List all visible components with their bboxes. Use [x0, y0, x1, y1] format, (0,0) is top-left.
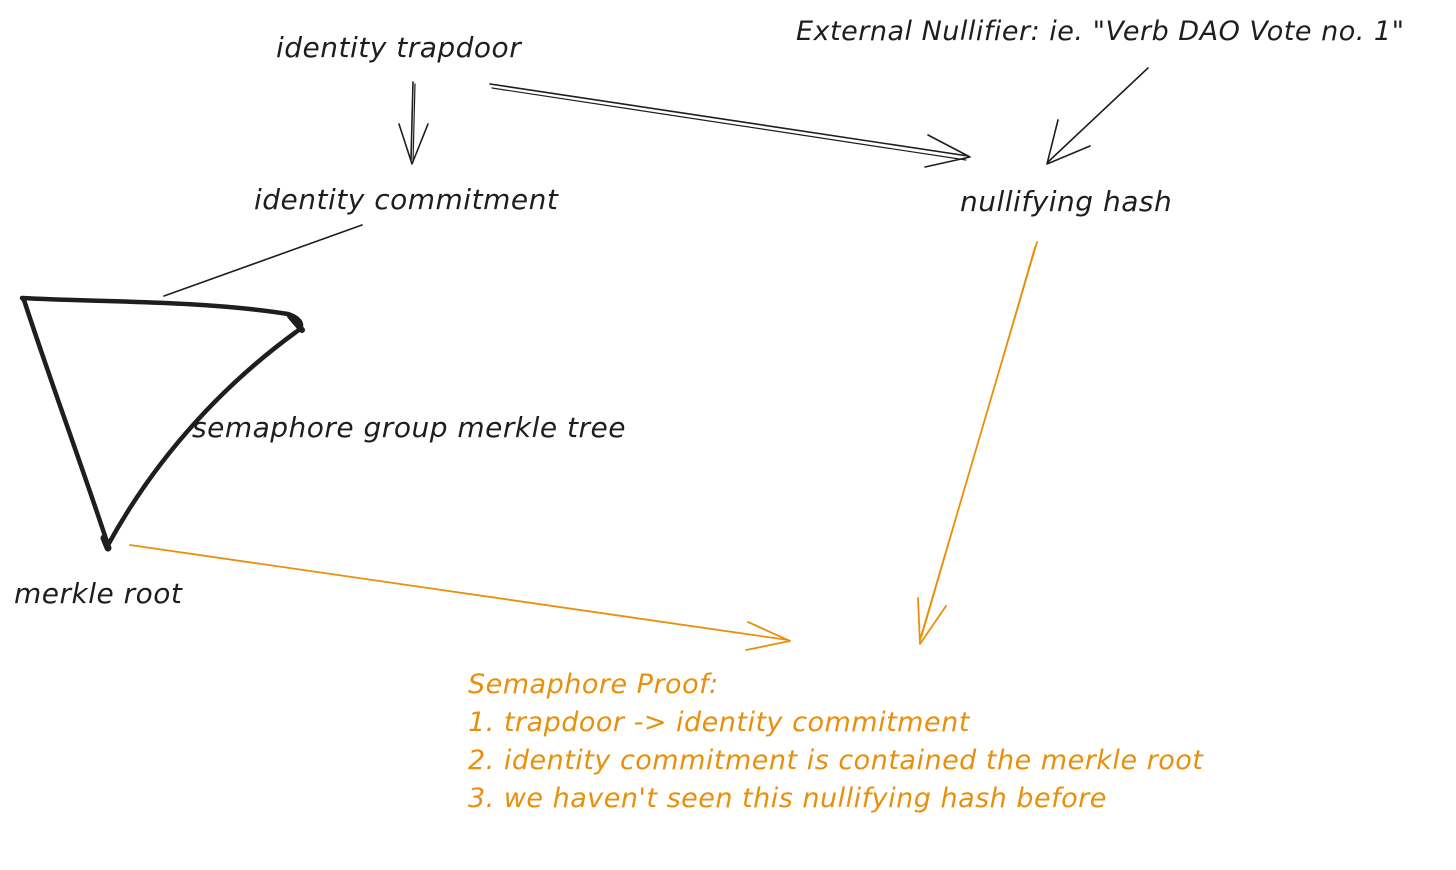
arrow-trapdoor-to-nullifying-hash	[489, 83, 971, 168]
semaphore-proof-block: Semaphore Proof: 1. trapdoor -> identity…	[468, 666, 1203, 818]
proof-item-2: 2. identity commitment is contained the …	[468, 745, 1204, 776]
line-commitment-to-tree	[163, 224, 363, 297]
merkle-tree-shape	[19, 295, 305, 552]
identity-trapdoor-label: identity trapdoor	[276, 31, 522, 64]
arrow-nullifying-hash-to-proof	[917, 241, 1038, 645]
merkle-tree-label: semaphore group merkle tree	[192, 411, 626, 444]
merkle-root-label: merkle root	[14, 577, 183, 610]
arrow-external-nullifier-to-nullifying-hash	[1046, 67, 1149, 165]
proof-item-1: 1. trapdoor -> identity commitment	[468, 707, 970, 738]
arrow-trapdoor-to-commitment	[398, 81, 429, 165]
nullifying-hash-label: nullifying hash	[960, 185, 1173, 218]
proof-title: Semaphore Proof:	[468, 669, 719, 700]
proof-item-3: 3. we haven't seen this nullifying hash …	[468, 783, 1107, 814]
arrow-merkle-root-to-proof	[129, 544, 791, 651]
identity-commitment-label: identity commitment	[254, 183, 559, 216]
external-nullifier-label: External Nullifier: ie. "Verb DAO Vote n…	[796, 16, 1405, 47]
